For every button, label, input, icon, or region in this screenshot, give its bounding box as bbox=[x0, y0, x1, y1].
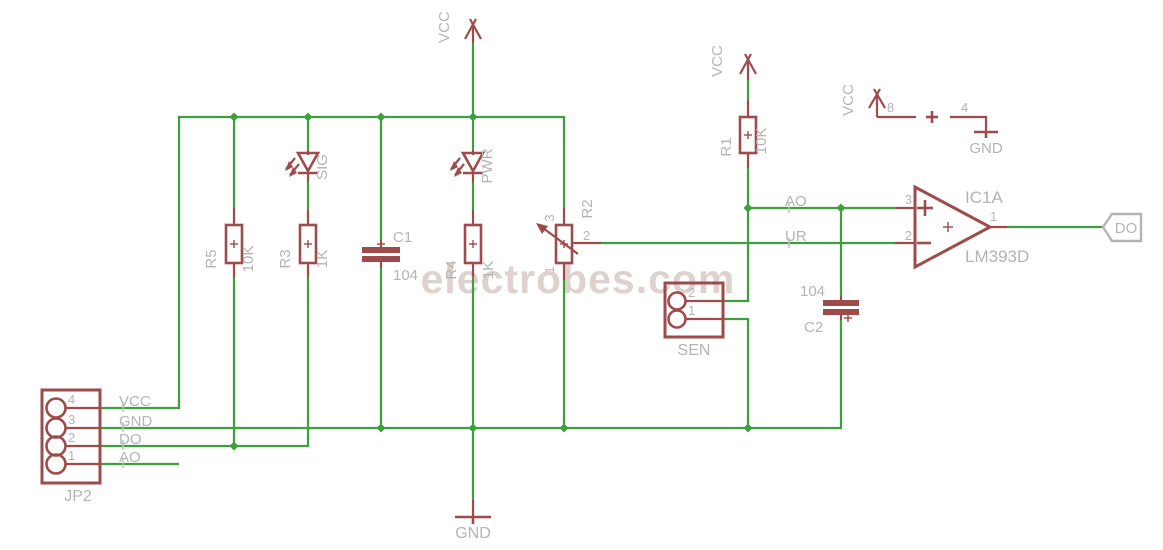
r2-pin2-label: 2 bbox=[583, 228, 590, 243]
r2-pin3-label: 3 bbox=[542, 214, 557, 221]
ic1a-pin2-label: 2 bbox=[905, 228, 912, 243]
gnd-symbol-main: GND bbox=[455, 515, 491, 542]
wire-vcc-bus bbox=[100, 115, 566, 410]
ic1a-ref: IC1A bbox=[965, 188, 1003, 207]
led-pwr-label: PWR bbox=[479, 148, 496, 183]
do-flag-label: DO bbox=[1115, 220, 1138, 237]
vcc-label-main: VCC bbox=[436, 11, 453, 43]
capacitor-c1: C1 104 bbox=[362, 229, 418, 284]
jp2-net-gnd: GND bbox=[119, 413, 153, 430]
r3-value: 1K bbox=[314, 250, 331, 268]
jp2-net-do: DO bbox=[119, 431, 142, 448]
c1-ref: C1 bbox=[393, 229, 412, 246]
jp2-net-ao: AO bbox=[119, 449, 141, 466]
r1-ref: R1 bbox=[718, 137, 735, 156]
ic1a-pin3-label: 3 bbox=[905, 192, 912, 207]
r3-ref: R3 bbox=[277, 249, 294, 268]
junction-dots bbox=[229, 112, 846, 451]
capacitor-c2: 104 C2 bbox=[800, 283, 859, 336]
vcc-symbol-main: VCC bbox=[436, 11, 482, 43]
r5-value: 10K bbox=[240, 246, 257, 273]
r1-value: 10K bbox=[753, 128, 770, 155]
sen-pin2-label: 2 bbox=[688, 285, 695, 300]
pin-stubs bbox=[65, 100, 1007, 517]
jp2-pin4-label: 4 bbox=[68, 392, 75, 407]
potentiometer-r2: R2 3 1 2 bbox=[536, 199, 596, 274]
ic-power-symbol: VCC 8 4 GND bbox=[840, 84, 1003, 157]
jp2-ref: JP2 bbox=[64, 488, 92, 505]
resistor-r5: R5 10K bbox=[203, 223, 257, 273]
sen-ref: SEN bbox=[678, 342, 711, 359]
c1-value: 104 bbox=[393, 267, 418, 284]
wire-do-net bbox=[100, 277, 310, 448]
ic1a-pin4-label: 4 bbox=[961, 100, 968, 115]
jp2-pin2-label: 2 bbox=[68, 430, 75, 445]
c2-ref: C2 bbox=[804, 319, 823, 336]
do-output-flag: DO bbox=[1101, 212, 1143, 243]
r2-ref: R2 bbox=[579, 199, 596, 218]
resistor-r3: R3 1K bbox=[277, 223, 331, 269]
connector-sen: 2 1 SEN bbox=[663, 281, 725, 359]
ic1a-part: LM393D bbox=[965, 247, 1029, 266]
ic1a-pin1-label: 1 bbox=[990, 209, 997, 224]
ur-net-label: UR bbox=[785, 228, 807, 245]
connector-jp2: 4 3 2 1 JP2 VCC GND DO AO bbox=[40, 388, 153, 505]
net-labels: AO UR bbox=[785, 193, 807, 248]
ao-net-label: AO bbox=[785, 193, 807, 210]
led-sig-label: SIG bbox=[314, 154, 331, 180]
jp2-pin3-label: 3 bbox=[68, 412, 75, 427]
jp2-net-vcc: VCC bbox=[119, 393, 151, 410]
led-sig: SIG bbox=[285, 150, 331, 182]
wire-gnd-bus bbox=[100, 320, 843, 430]
vcc-symbol-r1: VCC bbox=[709, 45, 757, 80]
wire-sen2-ao bbox=[723, 208, 750, 303]
led-pwr: PWR bbox=[450, 148, 496, 184]
gnd-label-ic: GND bbox=[969, 140, 1003, 157]
wire-sen1-gnd bbox=[723, 317, 750, 428]
r5-ref: R5 bbox=[203, 249, 220, 268]
r4-value: 1K bbox=[480, 261, 497, 279]
resistor-r1: R1 10K bbox=[718, 115, 770, 157]
r2-pin1-label: 1 bbox=[542, 266, 557, 273]
comparator-ic1a: 3 2 1 IC1A LM393D bbox=[905, 184, 1029, 270]
sen-pin1-label: 1 bbox=[688, 303, 695, 318]
c2-value: 104 bbox=[800, 283, 825, 300]
resistor-r4: R4 1K bbox=[443, 223, 497, 280]
jp2-pin1-label: 1 bbox=[68, 448, 75, 463]
vcc-label-ic: VCC bbox=[840, 84, 857, 116]
vcc-label-r1: VCC bbox=[709, 45, 726, 77]
gnd-label-main: GND bbox=[455, 525, 491, 542]
net-wires bbox=[100, 43, 1103, 500]
r4-ref: R4 bbox=[443, 260, 460, 279]
ic1a-pin8-label: 8 bbox=[887, 100, 894, 115]
